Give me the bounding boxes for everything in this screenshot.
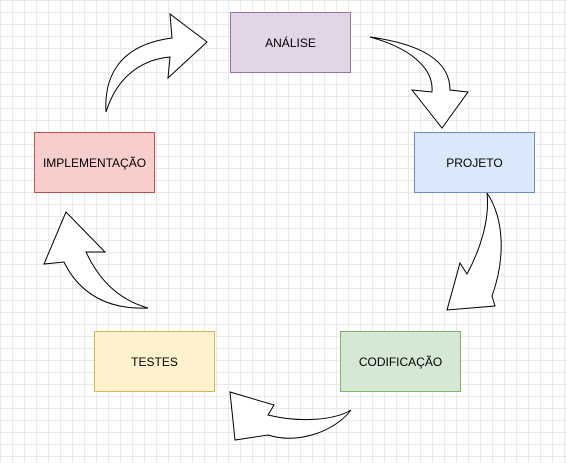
arrow-implementacao-to-analise [105,12,208,113]
arrow-projeto-to-codificacao [446,192,502,311]
node-label-implementacao: IMPLEMENTAÇÃO [42,155,147,170]
node-implementacao: IMPLEMENTAÇÃO [34,132,155,193]
node-label-analise: ANÁLISE [265,35,316,50]
node-label-testes: TESTES [131,354,178,369]
node-label-projeto: PROJETO [446,155,503,170]
arrow-testes-to-implementacao [43,211,149,309]
node-codificacao: CODIFICAÇÃO [340,331,461,392]
node-projeto: PROJETO [414,132,535,193]
node-analise: ANÁLISE [230,12,351,73]
arrow-analise-to-projeto [369,36,469,129]
arrow-codificacao-to-testes [229,391,352,441]
node-label-codificacao: CODIFICAÇÃO [358,354,443,369]
node-testes: TESTES [94,331,215,392]
